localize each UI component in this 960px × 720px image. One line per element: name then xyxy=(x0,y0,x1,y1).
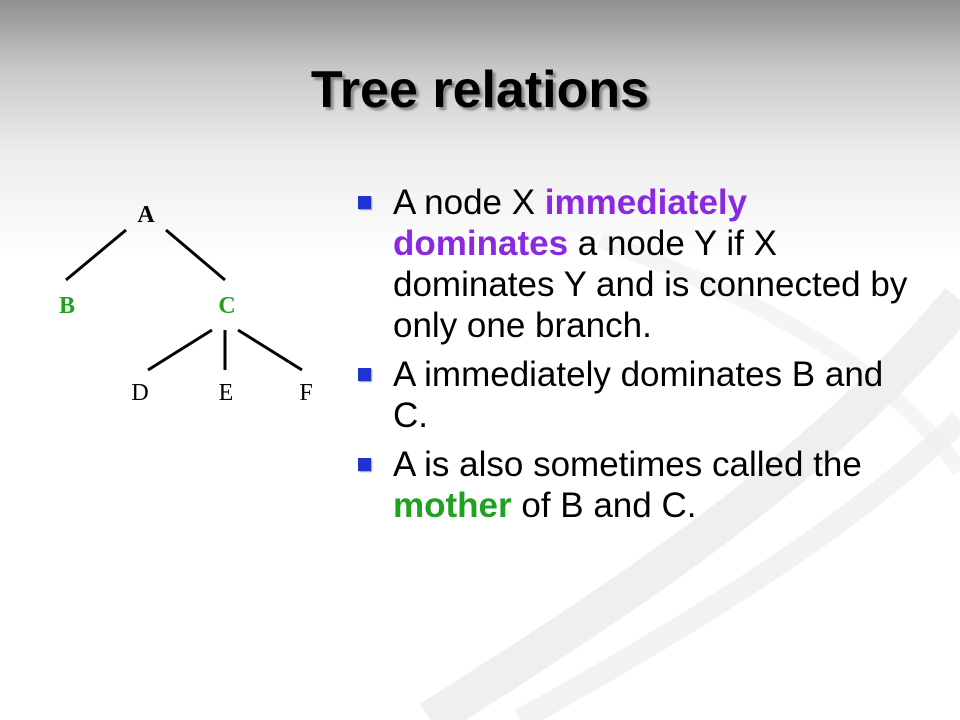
branch-a-c xyxy=(165,228,226,282)
bullet-text: A immediately dominates B and C. xyxy=(393,355,884,435)
tree-diagram: A B C D E F xyxy=(40,190,340,430)
branch-c-f xyxy=(237,328,303,372)
slide-title: Tree relations xyxy=(310,61,650,119)
bullet-text: A node X xyxy=(393,183,545,222)
square-bullet-icon xyxy=(358,458,371,471)
term-immediately-dominates: immediately dominates xyxy=(393,183,748,263)
tree-node-e: E xyxy=(218,380,234,406)
tree-node-f: F xyxy=(299,380,313,406)
term-mother: mother xyxy=(393,486,512,525)
bullet-item: A node X immediately dominates a node Y … xyxy=(355,182,925,346)
bullet-text: A is also sometimes called the xyxy=(393,445,862,484)
tree-branches xyxy=(65,228,303,372)
bullet-item: A immediately dominates B and C. xyxy=(355,354,925,436)
tree-node-a: A xyxy=(137,202,155,228)
square-bullet-icon xyxy=(358,196,371,209)
square-bullet-icon xyxy=(358,368,371,381)
branch-c-d xyxy=(147,328,213,372)
tree-node-b: B xyxy=(58,293,76,319)
bullet-item: A is also sometimes called the mother of… xyxy=(355,444,925,526)
tree-node-c: C xyxy=(218,293,236,319)
tree-node-d: D xyxy=(131,380,149,406)
bullet-text: a node Y if X dominates Y and is connect… xyxy=(393,224,908,345)
branch-a-b xyxy=(65,228,127,282)
bullet-list: A node X immediately dominates a node Y … xyxy=(355,182,925,534)
bullet-text: of B and C. xyxy=(511,486,697,525)
